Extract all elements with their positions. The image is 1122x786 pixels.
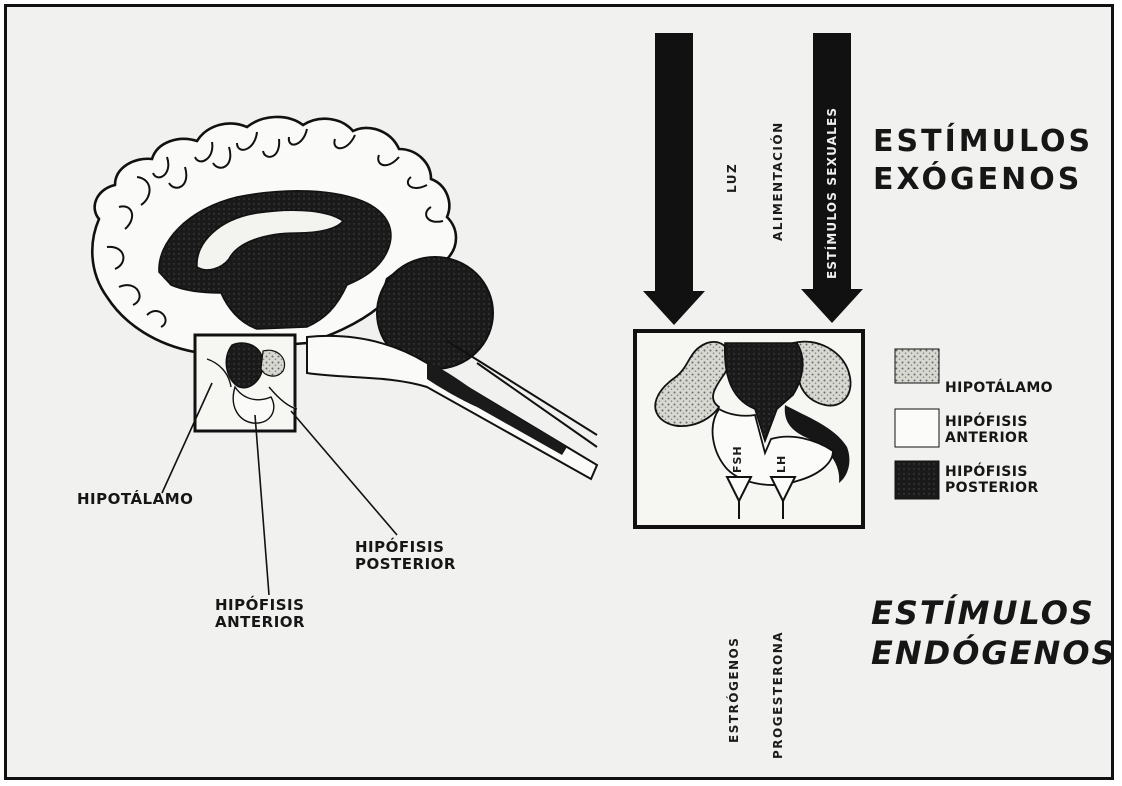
label-luz: LUZ [725,163,739,193]
title-exogenos-line2: EXÓGENOS [873,161,1093,199]
title-exogenos: ESTÍMULOS EXÓGENOS [873,123,1093,198]
hypophysis-diagram [635,331,863,527]
legend-label-hipofisis-posterior-line2: POSTERIOR [945,481,1039,497]
arrow-right-label: ESTÍMULOS SEXUALES [825,107,839,279]
title-endogenos-line1: ESTÍMULOS [871,593,1114,633]
title-exogenos-line1: ESTÍMULOS [873,123,1093,161]
label-hipofisis-anterior-line1: HIPÓFISIS [215,597,305,614]
legend-label-hipofisis-anterior-line1: HIPÓFISIS [945,415,1029,431]
label-hipotalamo: HIPOTÁLAMO [77,491,193,508]
label-lh: LH [775,455,788,473]
legend-label-hipofisis-anterior-line2: ANTERIOR [945,431,1029,447]
label-progesterona: PROGESTERONA [771,631,785,759]
label-estrogenos: ESTRÓGENOS [727,637,741,743]
legend-label-hipofisis-posterior: HIPÓFISIS POSTERIOR [945,465,1039,496]
legend-swatch-dotted [895,349,939,383]
legend-swatches [895,349,939,499]
label-hipofisis-posterior-line2: POSTERIOR [355,556,456,573]
legend-swatch-white [895,409,939,447]
figure-frame: HIPOTÁLAMO HIPÓFISIS POSTERIOR HIPÓFISIS… [4,4,1114,780]
label-fsh: FSH [731,445,744,473]
brain-illustration [92,117,597,479]
label-hipofisis-posterior: HIPÓFISIS POSTERIOR [355,539,456,573]
legend-swatch-dark [895,461,939,499]
title-endogenos: ESTÍMULOS ENDÓGENOS [871,593,1114,673]
label-hipofisis-anterior: HIPÓFISIS ANTERIOR [215,597,305,631]
zoom-box-hypothalamus [226,343,263,388]
arrow-left [643,33,705,325]
title-endogenos-line2: ENDÓGENOS [871,633,1114,673]
legend-label-hipotalamo: HIPOTÁLAMO [945,381,1053,397]
legend-label-hipofisis-anterior: HIPÓFISIS ANTERIOR [945,415,1029,446]
label-hipofisis-anterior-line2: ANTERIOR [215,614,305,631]
legend-label-hipofisis-posterior-line1: HIPÓFISIS [945,465,1039,481]
label-hipofisis-posterior-line1: HIPÓFISIS [355,539,456,556]
label-alimentacion: ALIMENTACIÓN [771,121,785,241]
